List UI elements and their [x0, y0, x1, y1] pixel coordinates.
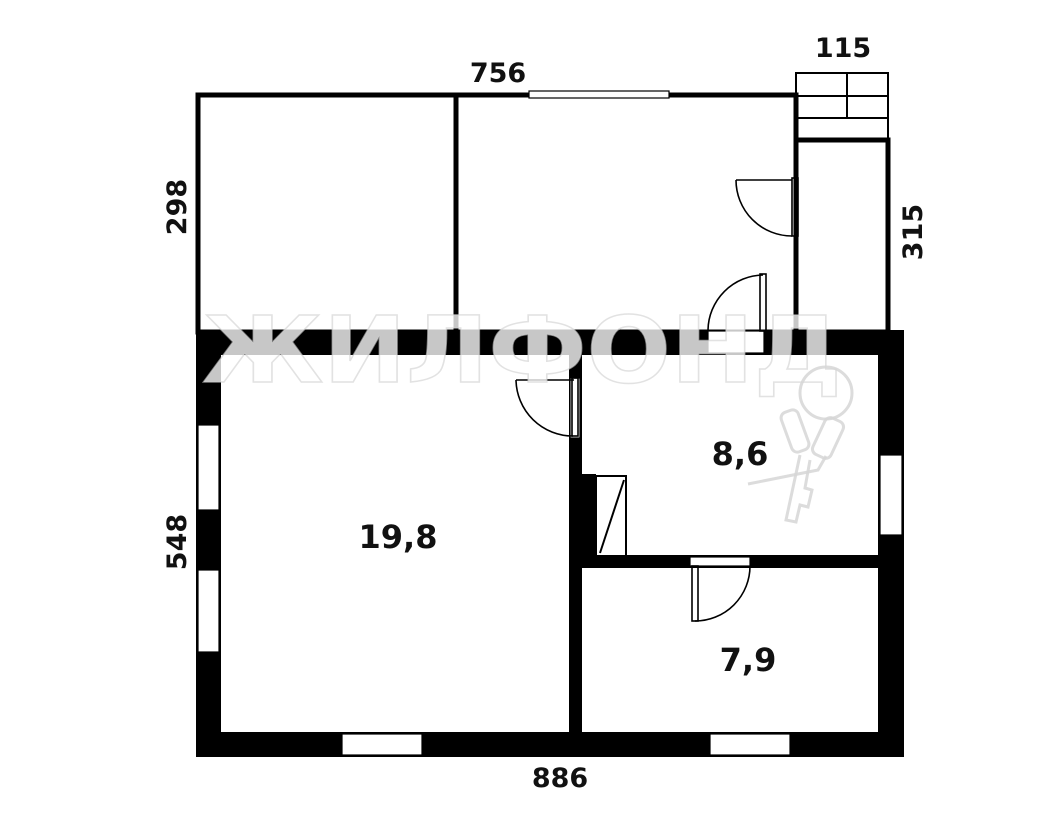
dim-left-lower: 548	[162, 514, 193, 570]
dim-top-main: 756	[470, 58, 526, 89]
window-bottom-2	[709, 733, 791, 756]
doors	[515, 177, 799, 622]
area-room-a: 8,6	[712, 435, 769, 473]
area-living: 19,8	[359, 518, 438, 556]
window-left-1	[197, 424, 220, 511]
room-a	[582, 355, 878, 555]
room-b-door-opening	[689, 556, 751, 567]
main-house-walls	[196, 330, 904, 757]
watermark-text: ЖИЛФОНД	[202, 297, 842, 404]
room-b	[582, 568, 878, 732]
window-left-2	[197, 569, 220, 653]
dim-left-upper: 298	[162, 179, 193, 235]
main-windows	[197, 424, 903, 756]
window-bottom-1	[341, 733, 423, 756]
window-right	[879, 454, 903, 536]
porch-steps	[795, 72, 889, 141]
dim-top-porch: 115	[815, 33, 871, 64]
dim-bottom: 886	[532, 763, 588, 794]
room-living	[221, 355, 569, 732]
area-room-b: 7,9	[720, 641, 777, 679]
entry-door-opening	[707, 330, 765, 354]
annex-top-window	[528, 90, 670, 99]
dim-right-upper: 315	[898, 204, 929, 260]
closet	[582, 474, 627, 557]
keys-watermark-icon	[747, 365, 854, 524]
